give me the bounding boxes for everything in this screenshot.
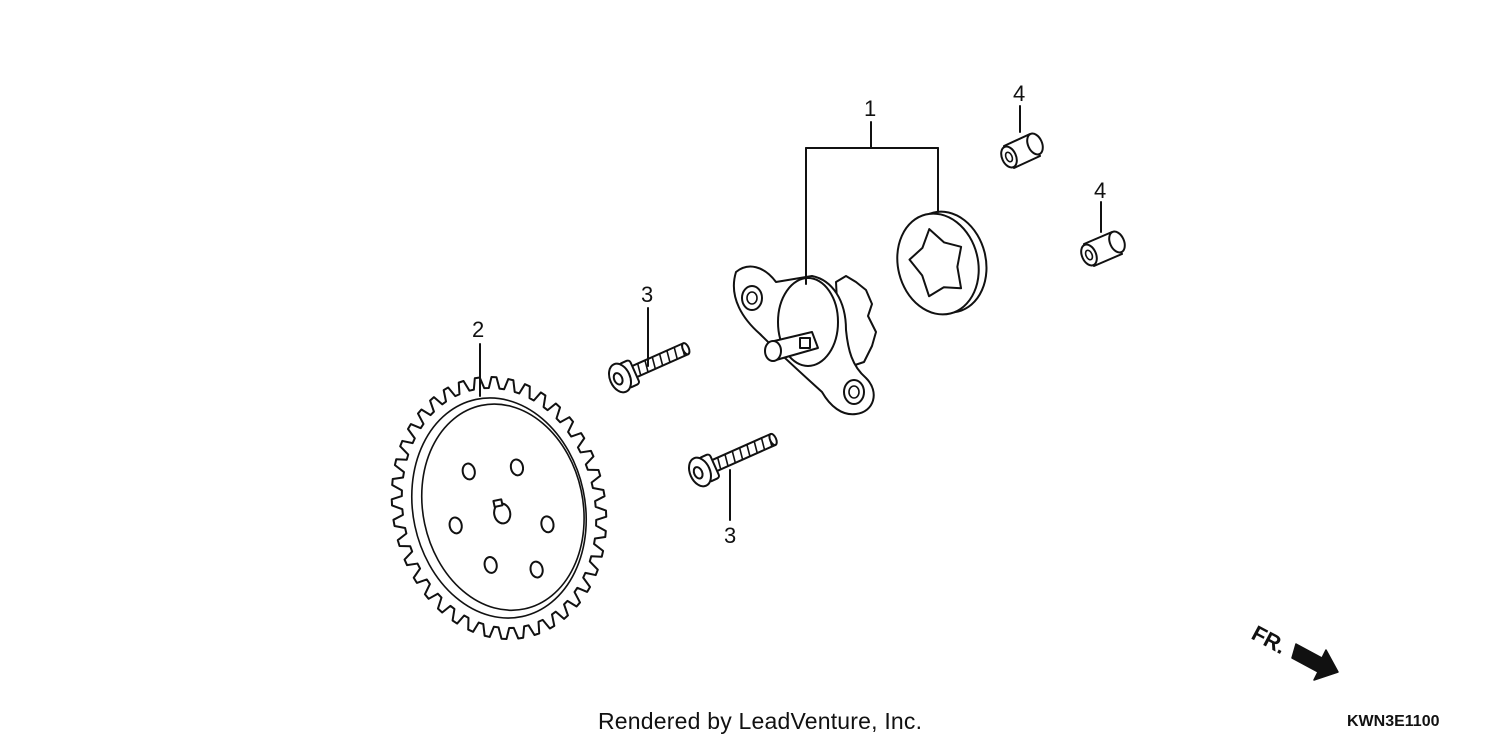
callout-1: 1 — [864, 96, 876, 121]
callout-3a: 3 — [641, 282, 653, 307]
fr-label: FR. — [1248, 620, 1291, 659]
dowel-pin-upper[interactable] — [998, 131, 1046, 170]
callout-4a: 4 — [1013, 81, 1025, 106]
callout-2: 2 — [472, 317, 484, 342]
drive-gear[interactable] — [368, 357, 630, 659]
arrow-right-down-icon — [1291, 643, 1339, 681]
callout-4b: 4 — [1094, 178, 1106, 203]
render-credit: Rendered by LeadVenture, Inc. — [598, 708, 923, 734]
outer-rotor[interactable] — [887, 203, 997, 323]
oil-pump-body[interactable] — [732, 265, 877, 416]
callout-3b: 3 — [724, 523, 736, 548]
leader-lines — [479, 105, 1102, 521]
diagram-code: KWN3E1100 — [1347, 713, 1440, 730]
dowel-pin-lower[interactable] — [1078, 229, 1128, 268]
front-direction-indicator: FR. — [1248, 620, 1339, 681]
flange-bolt-lower[interactable] — [685, 425, 782, 490]
flange-bolt-upper[interactable] — [605, 334, 695, 396]
